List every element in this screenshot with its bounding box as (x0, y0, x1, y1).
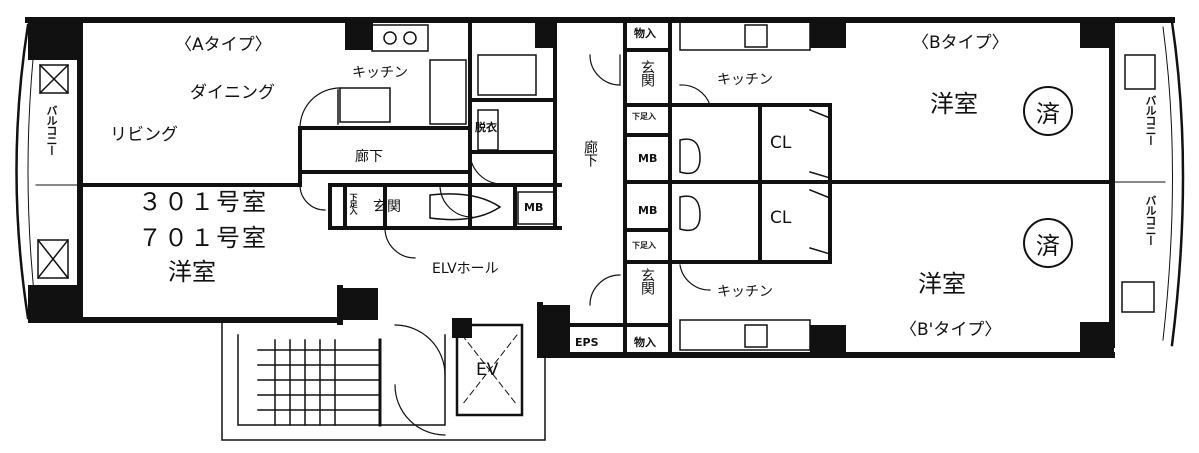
ev-label: EV (476, 360, 499, 380)
corridor-center-label: 廊下 (582, 140, 598, 166)
eps-label: EPS (575, 336, 599, 349)
shoe-box-a-label: 下足入 (349, 193, 358, 214)
storage-b-label: 物入 (634, 27, 656, 40)
living-label: リビング (110, 125, 178, 145)
dining-label: ダイニング (190, 83, 275, 103)
mb-b-label: MB (638, 152, 658, 165)
room-701-label: ７０１号室 (138, 224, 268, 252)
kitchen-a-fixtures (337, 24, 467, 125)
mb-a-label: MB (524, 201, 544, 214)
elevator (455, 323, 524, 417)
kitchen-b-fixtures (679, 19, 831, 351)
entrance-a-label: 玄関 (373, 199, 401, 215)
dressing-room-label: 脱衣 (475, 121, 497, 134)
doors (299, 54, 711, 436)
western-room-a-label: 洋室 (168, 258, 216, 286)
unit-a-walls (78, 18, 562, 230)
balcony-units (35, 54, 1166, 313)
storage-b-prime-label: 物入 (634, 336, 656, 349)
kitchen-a-label: キッチン (352, 65, 408, 81)
balcony-left-rail (15, 23, 30, 320)
columns (28, 18, 1114, 357)
entrance-b-label: 玄関 (639, 60, 655, 86)
balcony-left-label: バルコニー (45, 105, 58, 155)
unit-b-walls (568, 18, 1114, 357)
stairs (221, 321, 546, 441)
corridor-a-label: 廊下 (355, 149, 383, 165)
kitchen-b-prime-label: キッチン (717, 284, 773, 300)
stamp-b: 済 (1023, 86, 1073, 136)
room-301-label: ３０１号室 (138, 188, 268, 216)
western-room-b-label: 洋室 (930, 90, 978, 118)
kitchen-b-label: キッチン (717, 72, 773, 88)
shoe-box-b-label: 下足入 (632, 112, 656, 121)
balcony-right-top-label: バルコニー (1144, 95, 1157, 145)
type-b-prime-label: 〈B'タイプ〉 (900, 320, 1002, 340)
balcony-right-bottom-label: バルコニー (1144, 195, 1157, 245)
balcony-left-inner (27, 29, 37, 313)
closet-b-prime-label: CL (770, 208, 792, 228)
bath-a (429, 54, 555, 225)
entrance-b-prime-label: 玄関 (639, 268, 655, 294)
elv-hall-label: ELVホール (432, 261, 499, 277)
balcony-right-inner (1162, 26, 1173, 341)
balcony-right-rail (1170, 20, 1185, 347)
mb-b-prime-label: MB (638, 204, 658, 217)
closet-b-label: CL (770, 133, 792, 153)
western-room-b-prime-label: 洋室 (918, 270, 966, 298)
type-a-label: 〈Aタイプ〉 (175, 35, 272, 55)
shoe-box-b-prime-label: 下足入 (632, 241, 656, 250)
stamp-b-prime: 済 (1023, 218, 1073, 268)
type-b-label: 〈Bタイプ〉 (912, 33, 1009, 53)
